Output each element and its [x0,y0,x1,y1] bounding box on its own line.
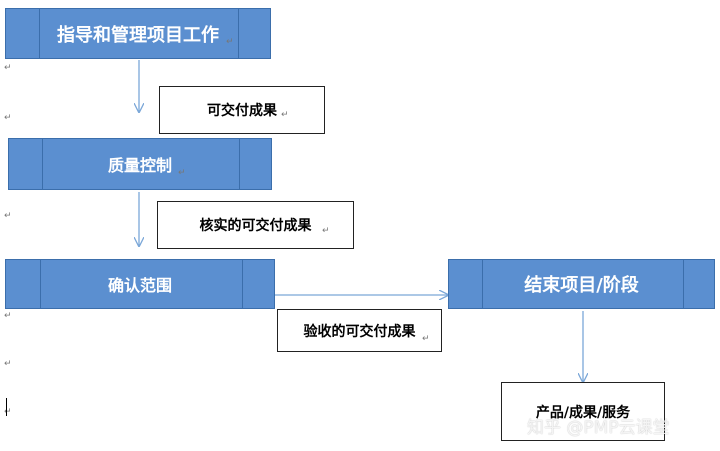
process-close-project-label: 结束项目/阶段 [524,275,639,296]
paragraph-mark: ↵ [4,407,12,417]
paragraph-mark: ↵ [4,311,12,321]
output-accepted-deliverables-label: 验收的可交付成果 [303,323,416,340]
output-verified-deliverables-label: 核实的可交付成果 [199,218,312,234]
paragraph-mark: ↵ [422,334,430,344]
process-direct-manage-label: 指导和管理项目工作 [57,24,219,46]
output-final-product: 产品/成果/服务 [501,382,665,441]
process-direct-manage: 指导和管理项目工作 [5,8,271,59]
output-verified-deliverables: 核实的可交付成果 [157,201,354,249]
text-cursor [6,398,7,416]
paragraph-mark: ↵ [322,226,330,236]
paragraph-mark: ↵ [178,168,186,178]
watermark: 知乎 @PMP云课堂 [527,418,670,438]
paragraph-mark: ↵ [4,63,12,73]
paragraph-mark: ↵ [4,211,12,221]
output-accepted-deliverables: 验收的可交付成果 [277,309,442,352]
paragraph-mark: ↵ [226,37,234,47]
process-close-project: 结束项目/阶段 [448,259,715,309]
paragraph-mark: ↵ [4,113,12,123]
output-deliverables: 可交付成果 [159,86,325,134]
output-deliverables-label: 可交付成果 [207,103,277,119]
process-validate-scope-label: 确认范围 [107,276,172,295]
paragraph-mark: ↵ [281,110,289,120]
process-validate-scope: 确认范围 [5,259,275,309]
output-final-product-label: 产品/成果/服务 [535,404,631,421]
paragraph-mark: ↵ [4,359,12,369]
process-quality-control: 质量控制 [8,138,272,190]
process-quality-control-label: 质量控制 [107,156,172,175]
